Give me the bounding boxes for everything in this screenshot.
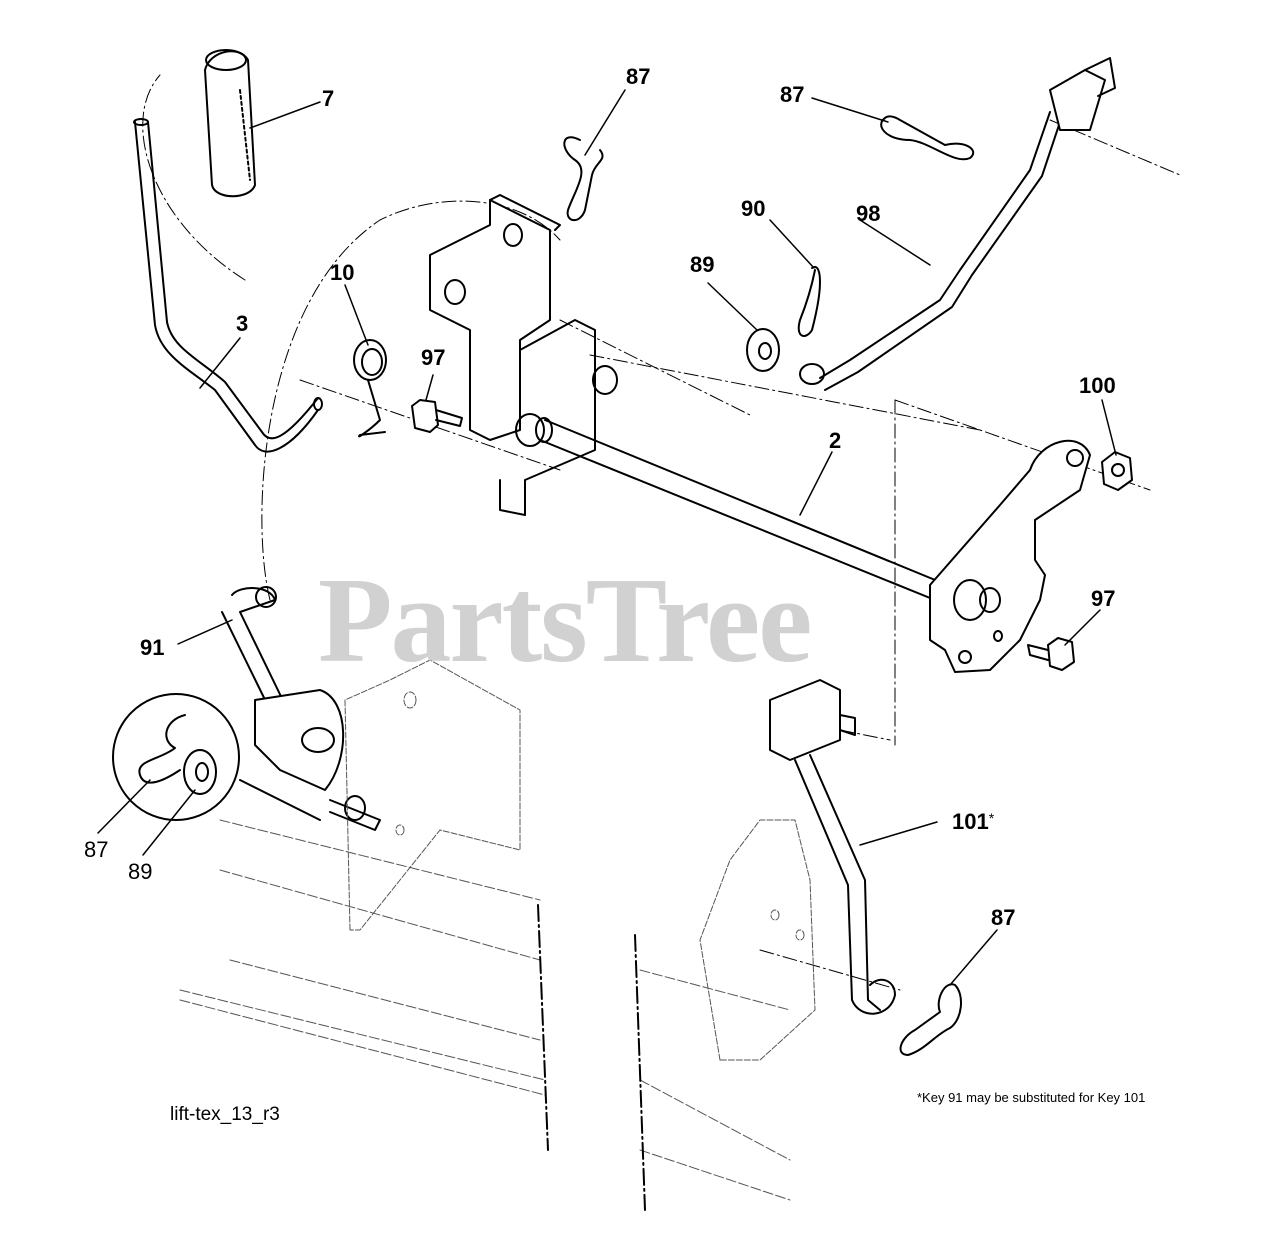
callout-89-top: 89 xyxy=(690,252,715,277)
footnote: *Key 91 may be substituted for Key 101 xyxy=(917,1090,1146,1105)
callout-87-detail: 87 xyxy=(84,837,109,862)
callout-101: 101* xyxy=(952,809,995,834)
figure-id: lift-tex_13_r3 xyxy=(170,1104,280,1125)
callout-97-left: 97 xyxy=(421,345,446,370)
bolt-part-97-right xyxy=(1027,637,1075,671)
detail-circle xyxy=(112,693,321,821)
deck-bracket-left xyxy=(344,659,521,931)
bolt-part-97-left xyxy=(411,399,463,433)
washer-part-89 xyxy=(746,328,780,372)
callout-89-detail: 89 xyxy=(128,859,153,884)
lift-shaft-part-2 xyxy=(535,417,941,601)
deck-bracket-right xyxy=(699,819,816,1061)
deck-housing xyxy=(179,819,791,1201)
hairpin-clip-part-87-bottom xyxy=(899,983,962,1056)
lever-part-101 xyxy=(769,679,896,1015)
callout-97-right: 97 xyxy=(1091,586,1116,611)
callout-10: 10 xyxy=(330,260,355,285)
watermark: PartsTree xyxy=(318,553,812,688)
rod-part-98 xyxy=(799,57,1116,391)
deck-edges xyxy=(537,904,646,1211)
lift-arm-right xyxy=(929,439,1091,673)
callout-7: 7 xyxy=(322,86,335,111)
hairpin-clip-part-87-right xyxy=(880,115,975,161)
callout-100: 100 xyxy=(1079,373,1116,398)
callout-87-bottom: 87 xyxy=(991,905,1016,930)
callout-101-asterisk: * xyxy=(988,810,995,826)
grip-part-7 xyxy=(204,49,256,198)
lever-part-91 xyxy=(221,586,381,831)
callout-87-right: 87 xyxy=(780,82,805,107)
cotter-pin-part-90 xyxy=(797,265,821,337)
callout-90: 90 xyxy=(741,196,766,221)
spring-part-10 xyxy=(353,339,387,438)
callout-87-top: 87 xyxy=(626,64,651,89)
callout-98: 98 xyxy=(856,201,881,226)
lever-part-3 xyxy=(133,118,323,453)
mount-bracket xyxy=(429,194,618,516)
callout-2: 2 xyxy=(829,428,842,453)
nut-part-100 xyxy=(1101,451,1133,491)
leader-lines xyxy=(97,89,1117,986)
callout-91: 91 xyxy=(140,635,165,660)
callout-3: 3 xyxy=(236,311,249,336)
hairpin-clip-part-87-top xyxy=(563,136,604,222)
